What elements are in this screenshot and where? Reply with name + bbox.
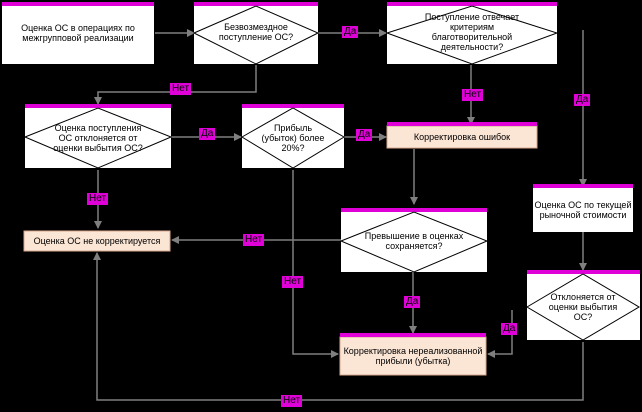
- edge-label-yes: Да: [356, 129, 373, 141]
- node-no-correction: [23, 230, 171, 252]
- edge-label-yes: Да: [501, 323, 518, 335]
- edge-label-yes: Да: [199, 128, 216, 140]
- node-profit-20: [241, 104, 345, 169]
- edge-label-no: Нет: [462, 89, 484, 101]
- edge-disposal-to-nocorr: [93, 252, 584, 401]
- node-market-value: [533, 184, 633, 232]
- label-profit-20: Прибыль (убыток) более 20%?: [261, 123, 325, 153]
- label-error-correction: Корректировка ошибок: [413, 132, 511, 142]
- edge-label-yes: Да: [574, 94, 591, 106]
- label-market-value: Оценка ОС по текущей рыночной стоимости: [534, 200, 632, 220]
- node-free-receipt: [192, 2, 320, 65]
- node-unrealized-profit: [339, 333, 487, 376]
- label-unrealized-profit: Корректировка нереализованной прибыли (у…: [343, 346, 483, 366]
- node-excess-kept: [339, 208, 489, 273]
- node-intra-group: [2, 2, 154, 64]
- edge-label-no: Нет: [243, 234, 265, 246]
- edge-label-yes: Да: [342, 26, 359, 38]
- node-error-correction: [386, 122, 538, 149]
- label-no-correction: Оценка ОС не корректируется: [33, 236, 161, 246]
- label-charity-criteria: Поступление отвечает критериям благотвор…: [424, 12, 520, 52]
- label-deviation-disposal: Отклоняется от оценки выбытия ОС?: [548, 292, 618, 322]
- label-intra-group: Оценка ОС в операциях по межгрупповой ре…: [21, 23, 135, 43]
- edge-profit-to-unrealized: [292, 170, 339, 358]
- node-deviation-disposal: [526, 270, 640, 341]
- label-free-receipt: Безвозмездное поступление ОС?: [218, 22, 294, 42]
- label-excess-kept: Превышение в оценках сохраняется?: [364, 231, 464, 251]
- edge-label-no: Нет: [282, 276, 304, 288]
- edge-label-no: Нет: [170, 83, 192, 95]
- label-receipt-deviation: Оценка поступления ОС отклоняется от оце…: [53, 123, 143, 153]
- edge-label-yes: Да: [404, 296, 421, 308]
- node-receipt-deviation: [23, 104, 173, 169]
- edge-label-no: Нет: [87, 193, 109, 205]
- edge-label-no: Нет: [281, 395, 303, 407]
- node-charity-criteria: [385, 2, 559, 65]
